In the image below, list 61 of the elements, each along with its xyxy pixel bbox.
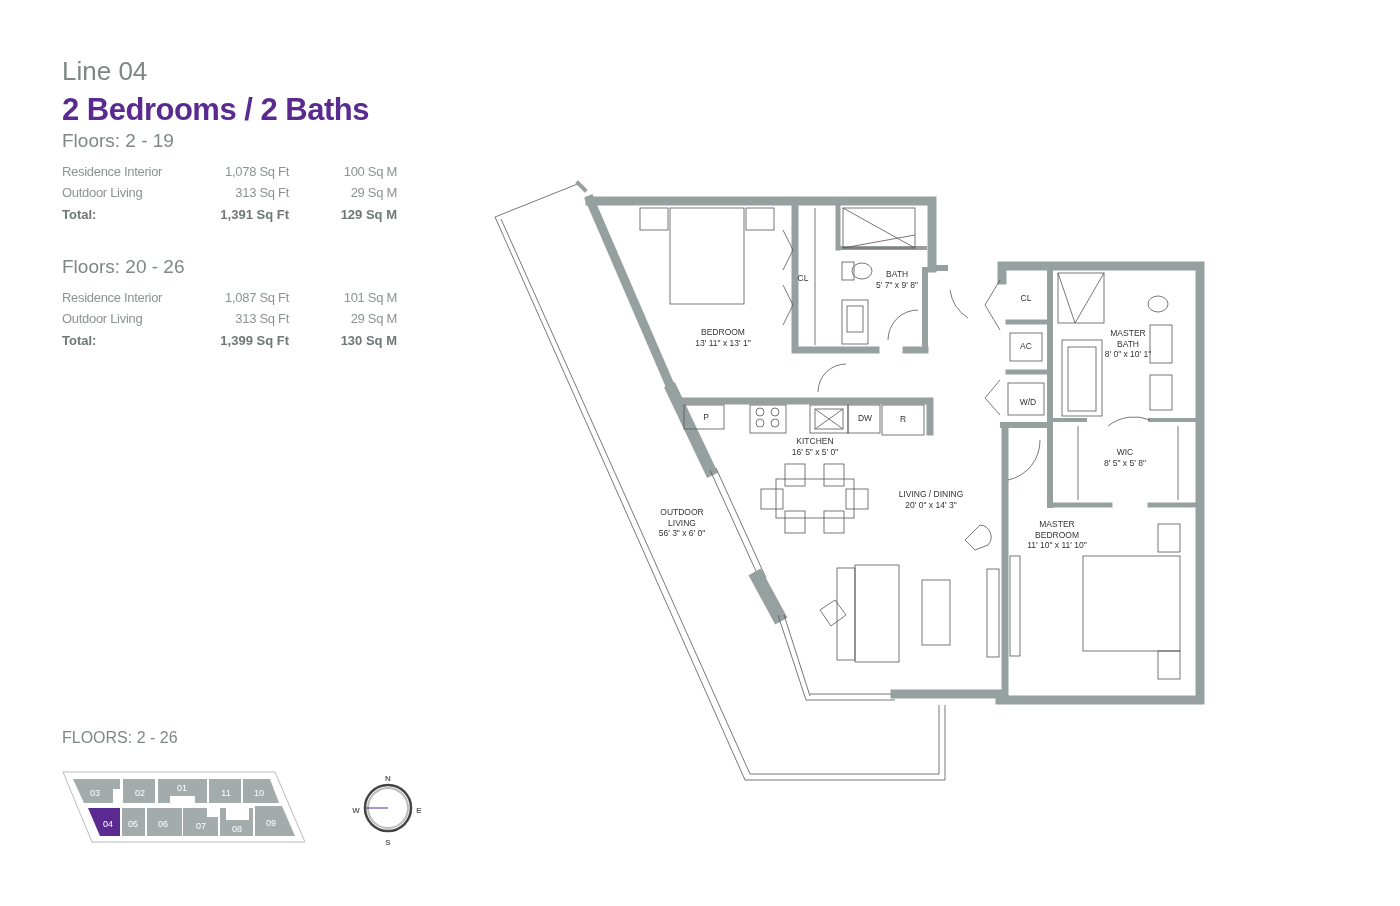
room-label: CL [1020, 293, 1032, 303]
area-value: 313 Sq Ft [235, 185, 289, 200]
room-dimensions: 56' 3" x 6' 0" [658, 528, 706, 539]
area-value: Outdoor Living [62, 185, 143, 200]
room-label: W/D [1019, 397, 1037, 407]
compass-letter: S [385, 838, 391, 847]
room-name: MASTER BEDROOM [1035, 519, 1079, 541]
floors-heading: Floors: 20 - 26 [62, 256, 185, 278]
area-total: 1,391 Sq Ft [220, 207, 289, 222]
unit-number: 11 [221, 788, 231, 798]
room-label: R [899, 414, 907, 424]
area-value: Residence Interior [62, 290, 163, 305]
room-label: CL [797, 273, 809, 283]
floors-heading: Floors: 2 - 19 [62, 130, 174, 152]
unit-number: 05 [128, 819, 138, 829]
area-total: 130 Sq M [340, 333, 397, 348]
unit-number: 08 [232, 824, 242, 834]
heading: Line 04 [62, 55, 148, 87]
unit-number: 07 [196, 821, 206, 831]
room-label: P [703, 412, 709, 422]
area-total: Total: [62, 207, 97, 222]
room-dimensions: 20' 0" x 14' 3" [905, 500, 957, 511]
area-value: Residence Interior [62, 164, 163, 179]
floors-heading: FLOORS: 2 - 26 [62, 729, 178, 747]
unit-number: 10 [254, 788, 264, 798]
unit-number: 04 [103, 819, 113, 829]
room-label: AC [1020, 341, 1032, 351]
room-name: LIVING / DINING [898, 489, 964, 500]
area-total: 1,399 Sq Ft [220, 333, 289, 348]
area-value: Outdoor Living [62, 311, 143, 326]
room-name: OUTDOOR LIVING [660, 507, 704, 529]
area-value: 100 Sq M [343, 164, 397, 179]
area-value: 101 Sq M [343, 290, 397, 305]
area-value: 29 Sq M [350, 311, 397, 326]
area-value: 29 Sq M [350, 185, 397, 200]
compass-letter: N [385, 774, 391, 783]
room-name: BATH [886, 269, 908, 280]
unit-number: 06 [158, 819, 168, 829]
room-dimensions: 16' 5" x 5' 0" [791, 447, 839, 458]
area-value: 313 Sq Ft [235, 311, 289, 326]
room-label: DW [857, 413, 873, 423]
compass-letter: W [352, 806, 360, 815]
room-dimensions: 13' 11" x 13' 1" [695, 338, 751, 349]
room-name: WIC [1116, 447, 1134, 458]
room-dimensions: 5' 7" x 9' 8" [876, 280, 918, 291]
unit-number: 03 [90, 788, 100, 798]
room-name: KITCHEN [796, 436, 834, 447]
room-name: MASTER BATH [1110, 328, 1146, 350]
room-name: BEDROOM [701, 327, 745, 338]
room-dimensions: 11' 10" x 11' 10" [1027, 540, 1087, 551]
unit-number: 09 [266, 818, 276, 828]
unit-number: 02 [135, 788, 145, 798]
area-value: 1,078 Sq Ft [225, 164, 289, 179]
room-dimensions: 8' 5" x 5' 8" [1104, 458, 1146, 469]
unit-number: 01 [177, 783, 187, 793]
area-total: 129 Sq M [340, 207, 397, 222]
subheading: 2 Bedrooms / 2 Baths [62, 92, 369, 128]
compass-letter: E [416, 806, 422, 815]
room-dimensions: 8' 0" x 10' 1" [1104, 349, 1152, 360]
area-value: 1,087 Sq Ft [225, 290, 289, 305]
area-total: Total: [62, 333, 97, 348]
